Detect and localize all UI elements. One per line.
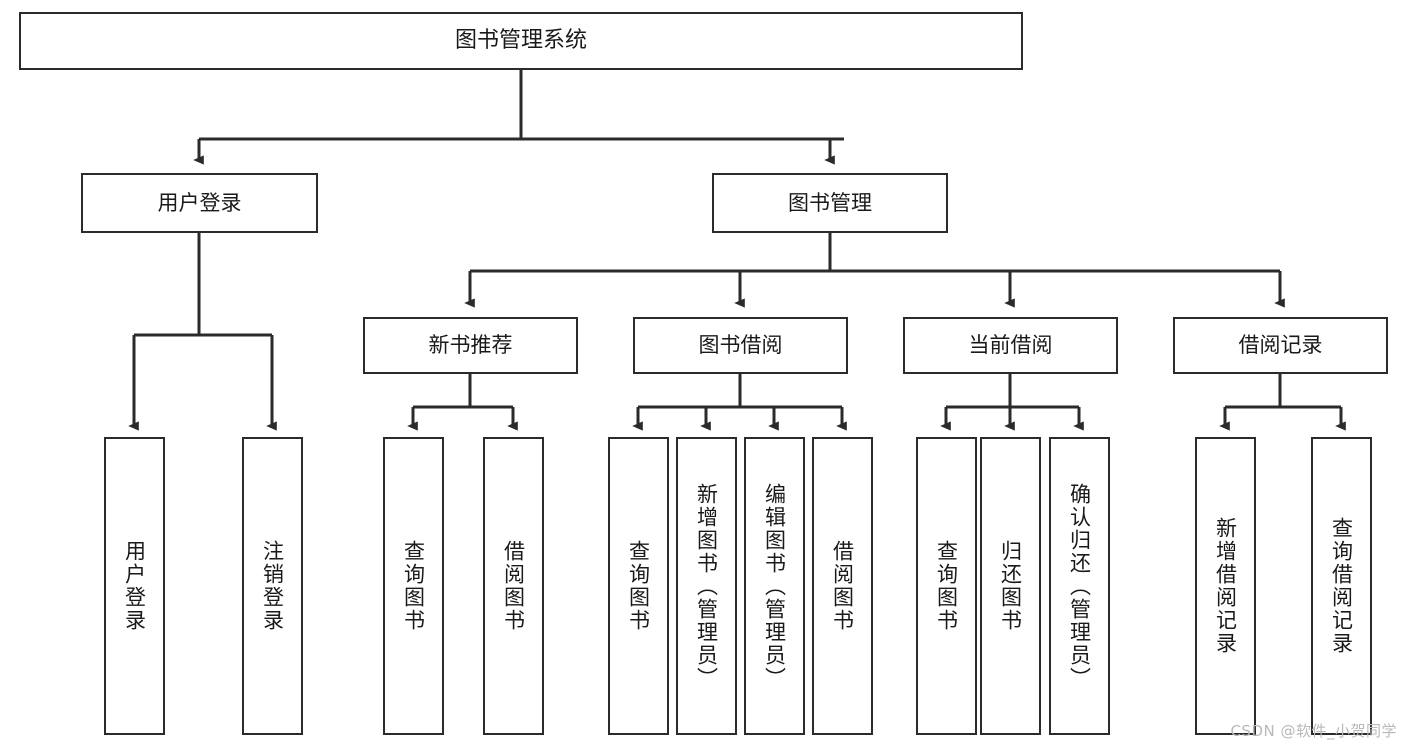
leaf-user-login-login[interactable]: 用户登录	[104, 437, 165, 735]
leaf-records-add-record-label: 新增借阅记录	[1213, 517, 1238, 655]
leaf-borrow-edit-book-label: 编辑图书（管理员）	[762, 482, 787, 690]
node-user-login[interactable]: 用户登录	[81, 173, 318, 233]
leaf-borrow-add-book[interactable]: 新增图书（管理员）	[676, 437, 737, 735]
leaf-user-login-login-label: 用户登录	[122, 540, 147, 632]
node-book-borrow[interactable]: 图书借阅	[633, 317, 848, 374]
leaf-current-query-book-label: 查询图书	[934, 540, 959, 632]
leaf-current-return-book-label: 归还图书	[998, 540, 1023, 632]
leaf-current-return-book[interactable]: 归还图书	[980, 437, 1041, 735]
leaf-borrow-edit-book[interactable]: 编辑图书（管理员）	[744, 437, 805, 735]
leaf-user-login-logout[interactable]: 注销登录	[242, 437, 303, 735]
node-current-borrow-label: 当前借阅	[968, 333, 1053, 358]
node-book-management[interactable]: 图书管理	[712, 173, 948, 233]
leaf-borrow-borrow-book-label: 借阅图书	[830, 540, 855, 632]
leaf-recommend-borrow-book[interactable]: 借阅图书	[483, 437, 544, 735]
leaf-current-confirm-return[interactable]: 确认归还（管理员）	[1049, 437, 1110, 735]
leaf-borrow-borrow-book[interactable]: 借阅图书	[812, 437, 873, 735]
node-root-label: 图书管理系统	[454, 28, 587, 54]
leaf-user-login-logout-label: 注销登录	[260, 540, 285, 632]
node-borrow-records[interactable]: 借阅记录	[1173, 317, 1388, 374]
leaf-current-query-book[interactable]: 查询图书	[916, 437, 977, 735]
leaf-recommend-query-book-label: 查询图书	[401, 540, 426, 632]
node-book-management-label: 图书管理	[788, 190, 872, 215]
leaf-records-query-record[interactable]: 查询借阅记录	[1311, 437, 1372, 735]
leaf-borrow-query-book[interactable]: 查询图书	[608, 437, 669, 735]
node-borrow-records-label: 借阅记录	[1238, 333, 1323, 358]
leaf-recommend-borrow-book-label: 借阅图书	[501, 540, 526, 632]
leaf-records-add-record[interactable]: 新增借阅记录	[1195, 437, 1256, 735]
node-new-book-recommend-label: 新书推荐	[428, 333, 513, 358]
leaf-borrow-query-book-label: 查询图书	[626, 540, 651, 632]
leaf-recommend-query-book[interactable]: 查询图书	[383, 437, 444, 735]
leaf-current-confirm-return-label: 确认归还（管理员）	[1067, 482, 1092, 690]
node-root[interactable]: 图书管理系统	[19, 12, 1023, 70]
node-current-borrow[interactable]: 当前借阅	[903, 317, 1118, 374]
leaf-borrow-add-book-label: 新增图书（管理员）	[694, 482, 719, 690]
node-new-book-recommend[interactable]: 新书推荐	[363, 317, 578, 374]
node-user-login-label: 用户登录	[157, 190, 242, 215]
node-book-borrow-label: 图书借阅	[698, 333, 783, 358]
leaf-records-query-record-label: 查询借阅记录	[1329, 517, 1354, 655]
